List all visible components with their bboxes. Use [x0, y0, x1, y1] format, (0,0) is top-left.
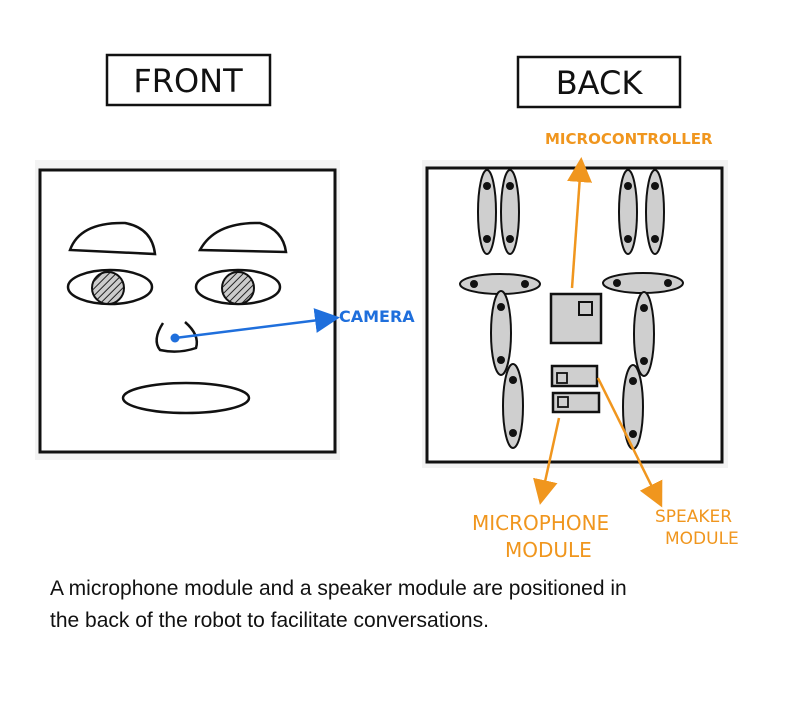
front-title: FRONT	[133, 62, 243, 100]
servo-joint	[497, 303, 505, 311]
camera-arrow	[174, 308, 340, 340]
servo-link	[633, 291, 655, 377]
servo-joint	[506, 235, 514, 243]
servo-link	[490, 290, 512, 376]
right-pupil	[221, 271, 255, 305]
servo-joint	[497, 356, 505, 364]
servo-joint	[651, 182, 659, 190]
microphone-connector	[557, 396, 569, 408]
microphone-label-line1: MICROPHONE	[472, 511, 609, 535]
left-pupil	[91, 271, 125, 305]
servo-joint	[640, 357, 648, 365]
servo-joint	[624, 235, 632, 243]
servo-joint	[651, 235, 659, 243]
speaker-label-line1: SPEAKER	[655, 507, 732, 527]
servo-link	[477, 169, 497, 255]
servo-joint	[509, 429, 517, 437]
microcontroller-arrow	[567, 157, 593, 289]
servo-link	[500, 169, 520, 255]
servo-joint	[506, 182, 514, 190]
right-eyebrow	[197, 221, 288, 254]
servo-joint	[664, 279, 672, 287]
servo-joint	[470, 280, 478, 288]
left-eyebrow	[68, 221, 157, 256]
servo-joint	[483, 235, 491, 243]
back-panel: MICROCONTROLLER MICROPHONE MODULE SPEAKE…	[422, 130, 739, 562]
servo-link	[645, 169, 665, 255]
microcontroller-chip	[578, 301, 593, 316]
front-title-box: FRONT	[105, 53, 272, 107]
front-face: CAMERA	[35, 160, 415, 460]
servo-joint	[629, 430, 637, 438]
servo-links	[459, 169, 684, 450]
servo-joint	[521, 280, 529, 288]
servo-joint	[624, 182, 632, 190]
servo-link	[618, 169, 638, 255]
speaker-label-line2: MODULE	[665, 529, 739, 549]
mouth	[121, 381, 251, 415]
servo-joint	[483, 182, 491, 190]
servo-joint	[509, 376, 517, 384]
microphone-arrow	[533, 417, 561, 505]
servo-joint	[640, 304, 648, 312]
back-title-box: BACK	[516, 55, 682, 109]
caption-line-2: the back of the robot to facilitate conv…	[50, 609, 489, 632]
speaker-connector	[556, 372, 568, 384]
camera-label: CAMERA	[339, 307, 415, 326]
caption-line-1: A microphone module and a speaker module…	[50, 577, 627, 600]
servo-joint	[613, 279, 621, 287]
caption: A microphone module and a speaker module…	[50, 573, 770, 637]
microphone-label-line2: MODULE	[505, 538, 592, 562]
back-title: BACK	[556, 64, 644, 102]
speaker-arrow	[596, 377, 663, 508]
microcontroller-board	[549, 292, 603, 345]
microcontroller-label: MICROCONTROLLER	[545, 130, 713, 148]
servo-link	[502, 363, 524, 449]
servo-joint	[629, 377, 637, 385]
